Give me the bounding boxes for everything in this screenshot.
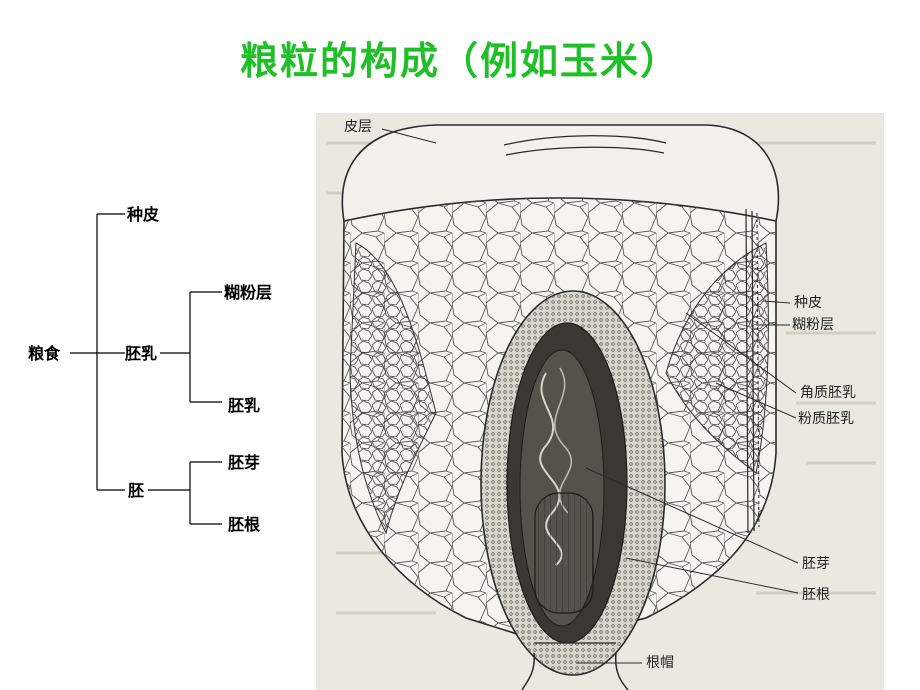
tree-root-label: 粮食 <box>28 344 61 363</box>
tree-seed-coat-label: 种皮 <box>127 205 160 224</box>
kernel-illustration: 皮层 种皮 糊粉层 角质胚乳 粉质胚乳 胚芽 胚根 根帽 <box>316 113 884 690</box>
kernel-drawing <box>326 124 876 690</box>
label-horny-endosperm: 角质胚乳 <box>800 385 856 401</box>
label-radicle: 胚根 <box>802 587 830 603</box>
label-seed-coat: 种皮 <box>794 295 822 311</box>
tree-aleurone-label: 糊粉层 <box>224 283 273 302</box>
tree-embryo-label: 胚 <box>128 481 145 500</box>
label-floury-endosperm: 粉质胚乳 <box>798 411 854 427</box>
label-aleurone: 糊粉层 <box>792 317 834 333</box>
tree-plumule-label: 胚芽 <box>228 453 261 472</box>
tree-radicle-label: 胚根 <box>228 515 261 534</box>
tree-connectors <box>70 213 222 525</box>
label-cortex: 皮层 <box>344 119 372 135</box>
tree-endosperm-inner-label: 胚乳 <box>228 396 261 415</box>
tree-endosperm-label: 胚乳 <box>125 344 158 363</box>
label-plumule: 胚芽 <box>802 556 830 572</box>
page-title: 粮粒的构成（例如玉米） <box>239 39 680 83</box>
label-root-cap: 根帽 <box>646 655 674 671</box>
